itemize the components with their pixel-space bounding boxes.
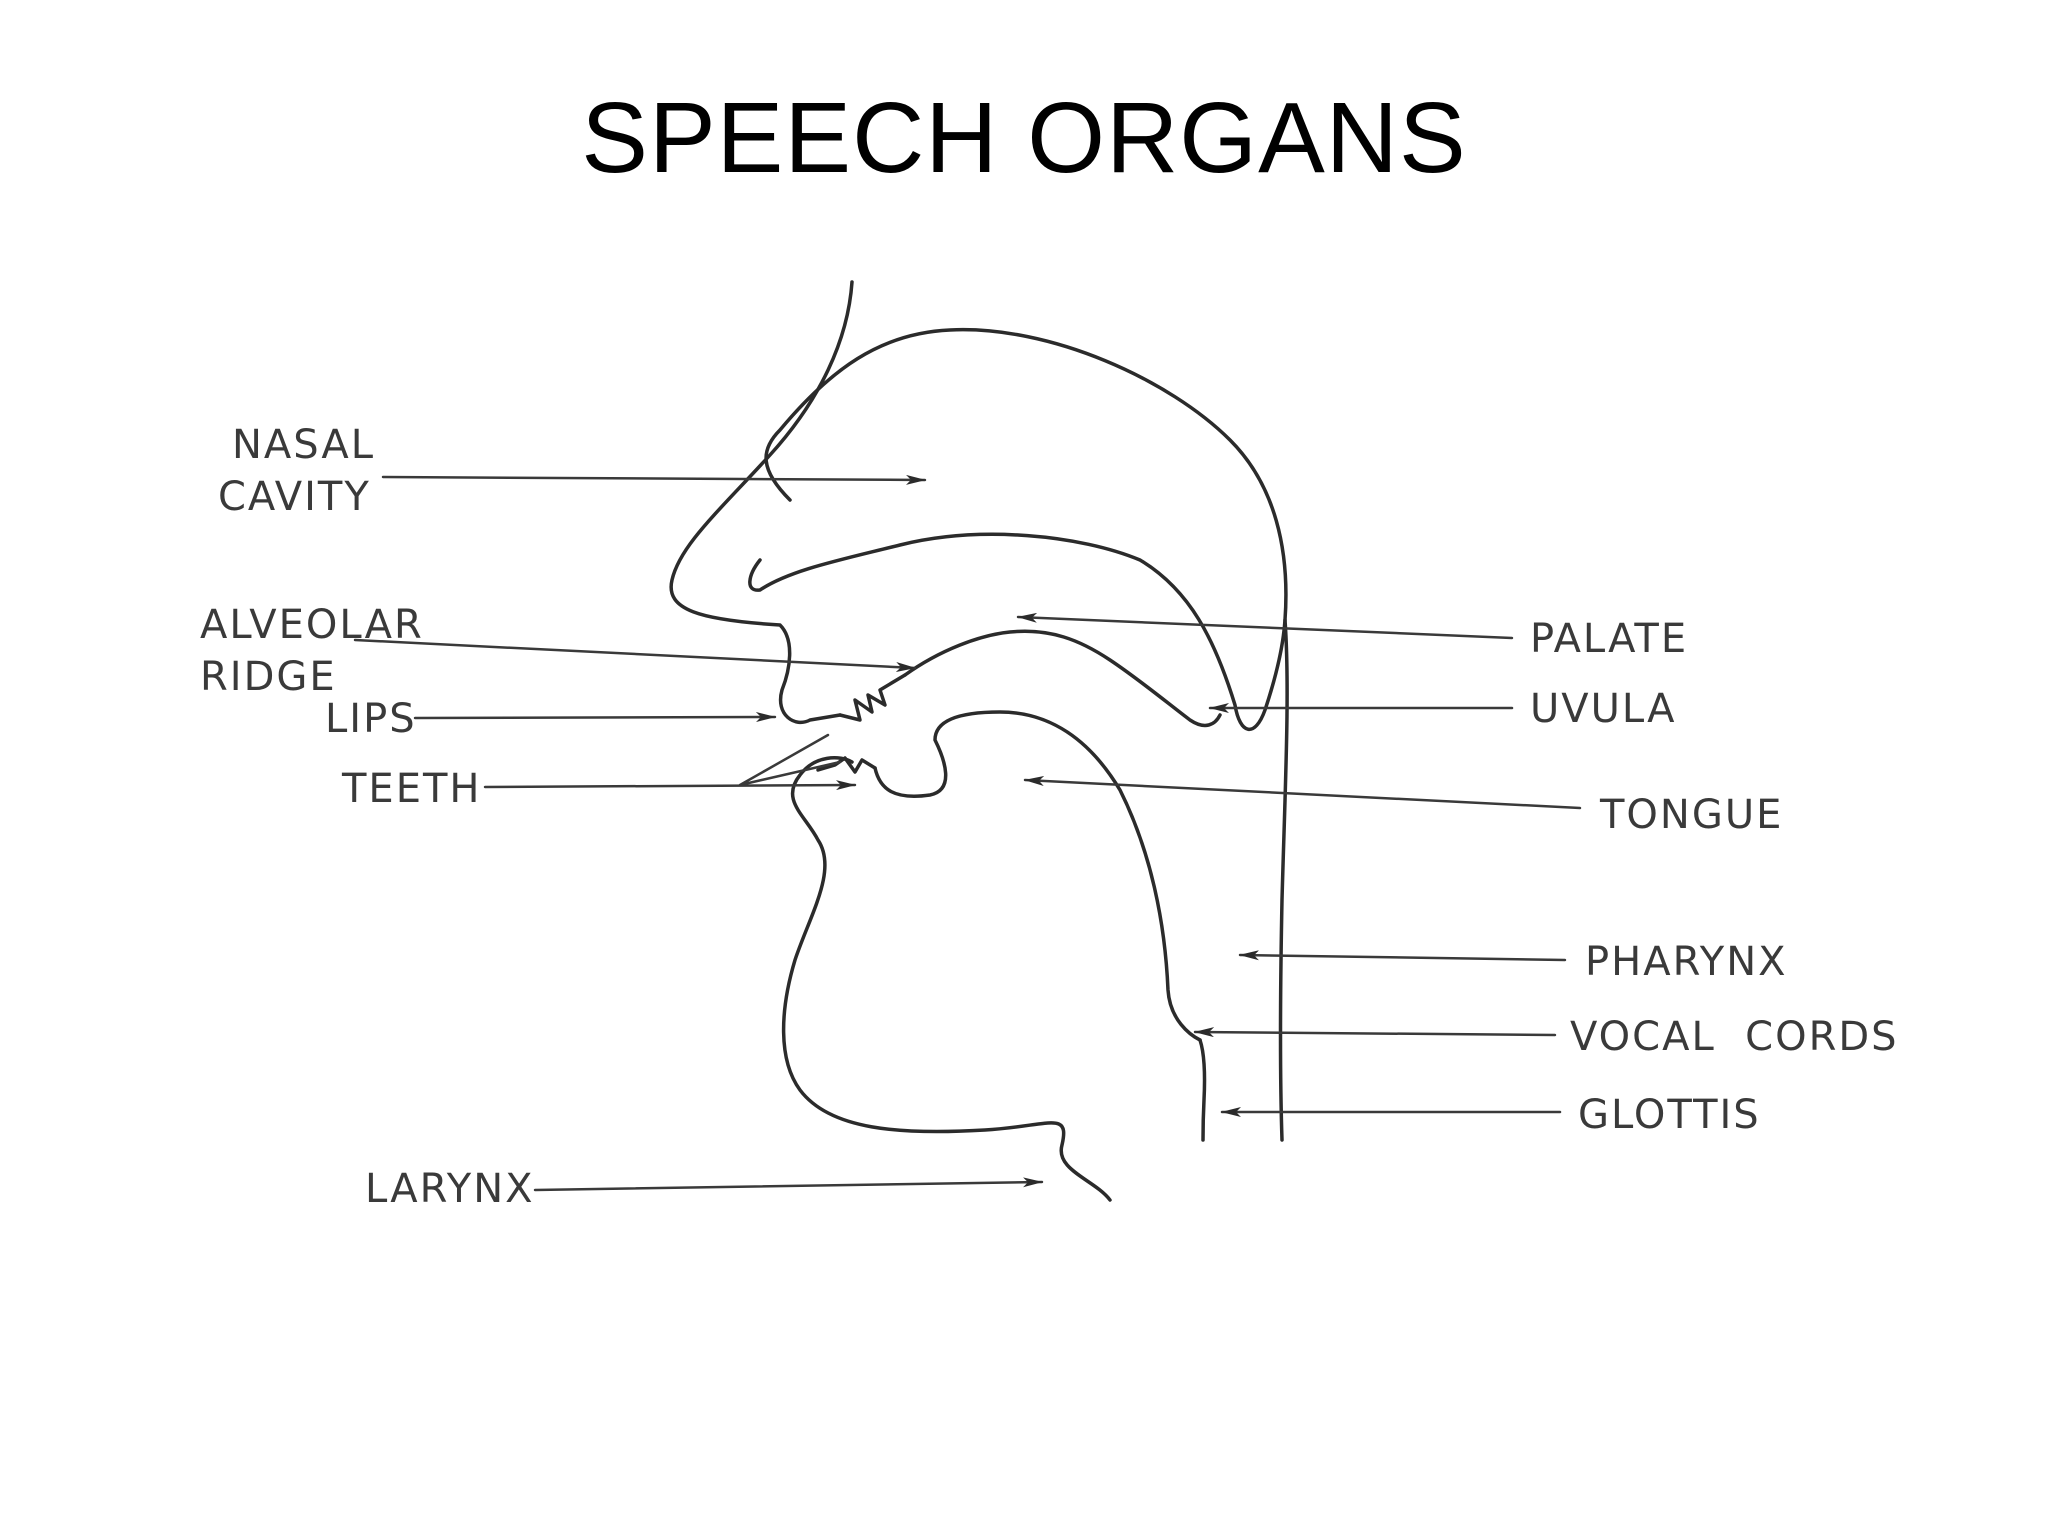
palate-outline: [903, 629, 1222, 728]
teeth-pointer-lines: [738, 733, 842, 787]
label-lips: LIPS: [325, 696, 417, 742]
face-profile-outline: [669, 280, 854, 725]
larynx-arrow: [533, 1177, 1044, 1192]
pharynx-wall-outline: [1278, 618, 1289, 1142]
slide-title: SPEECH ORGANS: [581, 82, 1467, 194]
teeth-arrow: [483, 780, 857, 791]
label-vocal-cords: VOCAL CORDS: [1570, 1014, 1899, 1060]
lower-teeth-outline: [816, 756, 877, 774]
tongue-outline: [873, 710, 1202, 1042]
label-uvula: UVULA: [1530, 686, 1676, 732]
alveolar-ridge-arrow: [353, 638, 917, 673]
upper-teeth-outline: [838, 673, 907, 722]
nasal-cavity-arrow: [381, 474, 927, 485]
label-glottis: GLOTTIS: [1578, 1092, 1761, 1138]
nasal-cavity-outline: [748, 327, 1288, 732]
label-alveolar-ridge-line1: ALVEOLAR: [200, 602, 424, 648]
chin-jaw-outline: [781, 756, 1112, 1202]
label-nasal-cavity-line1: NASAL: [232, 422, 375, 468]
label-nasal-cavity-line2: CAVITY: [218, 474, 371, 520]
pharynx-arrow: [1238, 950, 1567, 962]
label-alveolar-ridge-line2: RIDGE: [200, 654, 337, 700]
tongue-arrow: [1023, 775, 1582, 810]
vocal-cords-arrow: [1193, 1027, 1557, 1038]
palate-arrow: [1016, 612, 1514, 640]
label-teeth: TEETH: [341, 766, 482, 812]
label-pharynx: PHARYNX: [1585, 939, 1788, 985]
vocal-cords-outline: [1198, 1038, 1207, 1142]
label-larynx: LARYNX: [365, 1166, 535, 1212]
label-palate: PALATE: [1530, 616, 1688, 662]
lips-arrow: [413, 712, 777, 723]
label-tongue: TONGUE: [1599, 792, 1783, 838]
